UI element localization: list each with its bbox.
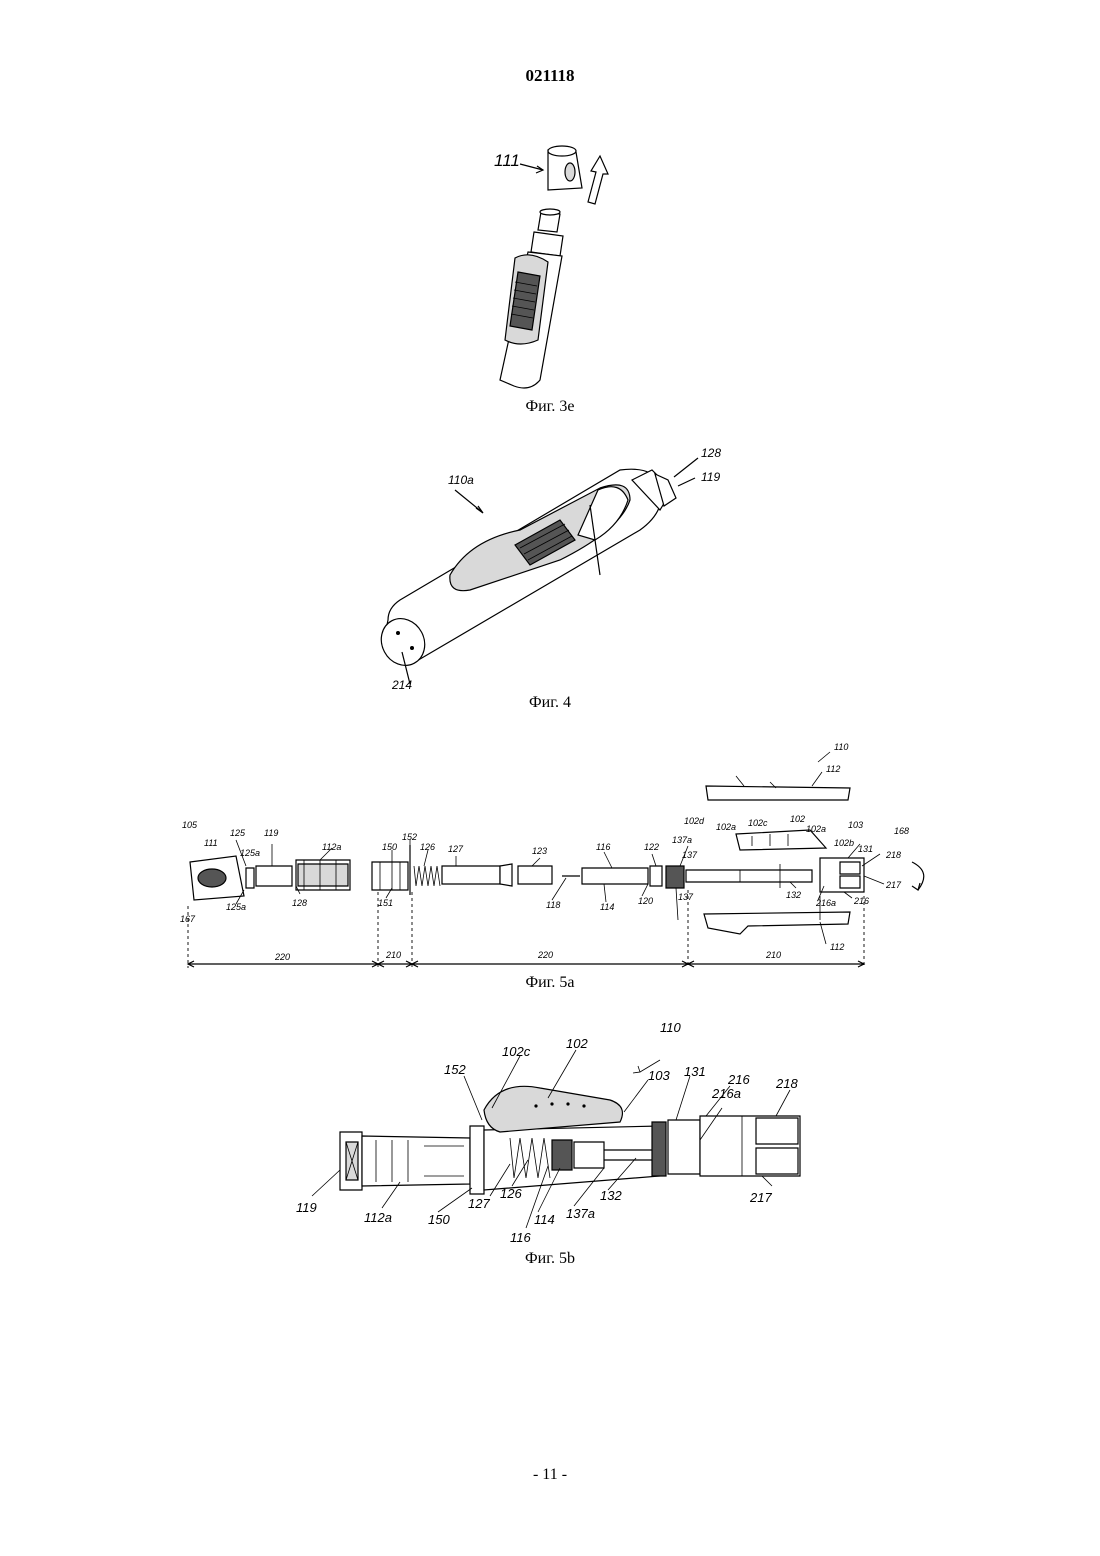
- ref-label: 216: [727, 1072, 750, 1087]
- ref-label: 137a: [566, 1206, 595, 1221]
- ref-label: 119: [296, 1200, 317, 1215]
- ref-label: 152: [444, 1062, 466, 1077]
- ref-label: 112a: [364, 1210, 392, 1225]
- figure-caption: Фиг. 5b: [0, 1250, 1100, 1268]
- ref-label: 110: [660, 1020, 681, 1035]
- ref-label: 217: [749, 1190, 772, 1205]
- assembled-view: [340, 1086, 800, 1194]
- ref-label: 114: [534, 1212, 555, 1227]
- ref-label: 131: [684, 1064, 706, 1079]
- ref-label: 102: [566, 1036, 588, 1051]
- ref-label: 216a: [711, 1086, 741, 1101]
- ref-label: 127: [468, 1196, 490, 1211]
- page-number: - 11 -: [0, 1466, 1100, 1484]
- ref-label: 102c: [502, 1044, 531, 1059]
- ref-label: 116: [510, 1230, 531, 1245]
- ref-label: 218: [775, 1076, 798, 1091]
- ref-label: 103: [648, 1068, 670, 1083]
- ref-label: 150: [428, 1212, 450, 1227]
- ref-label: 126: [500, 1186, 522, 1201]
- ref-label: 132: [600, 1188, 622, 1203]
